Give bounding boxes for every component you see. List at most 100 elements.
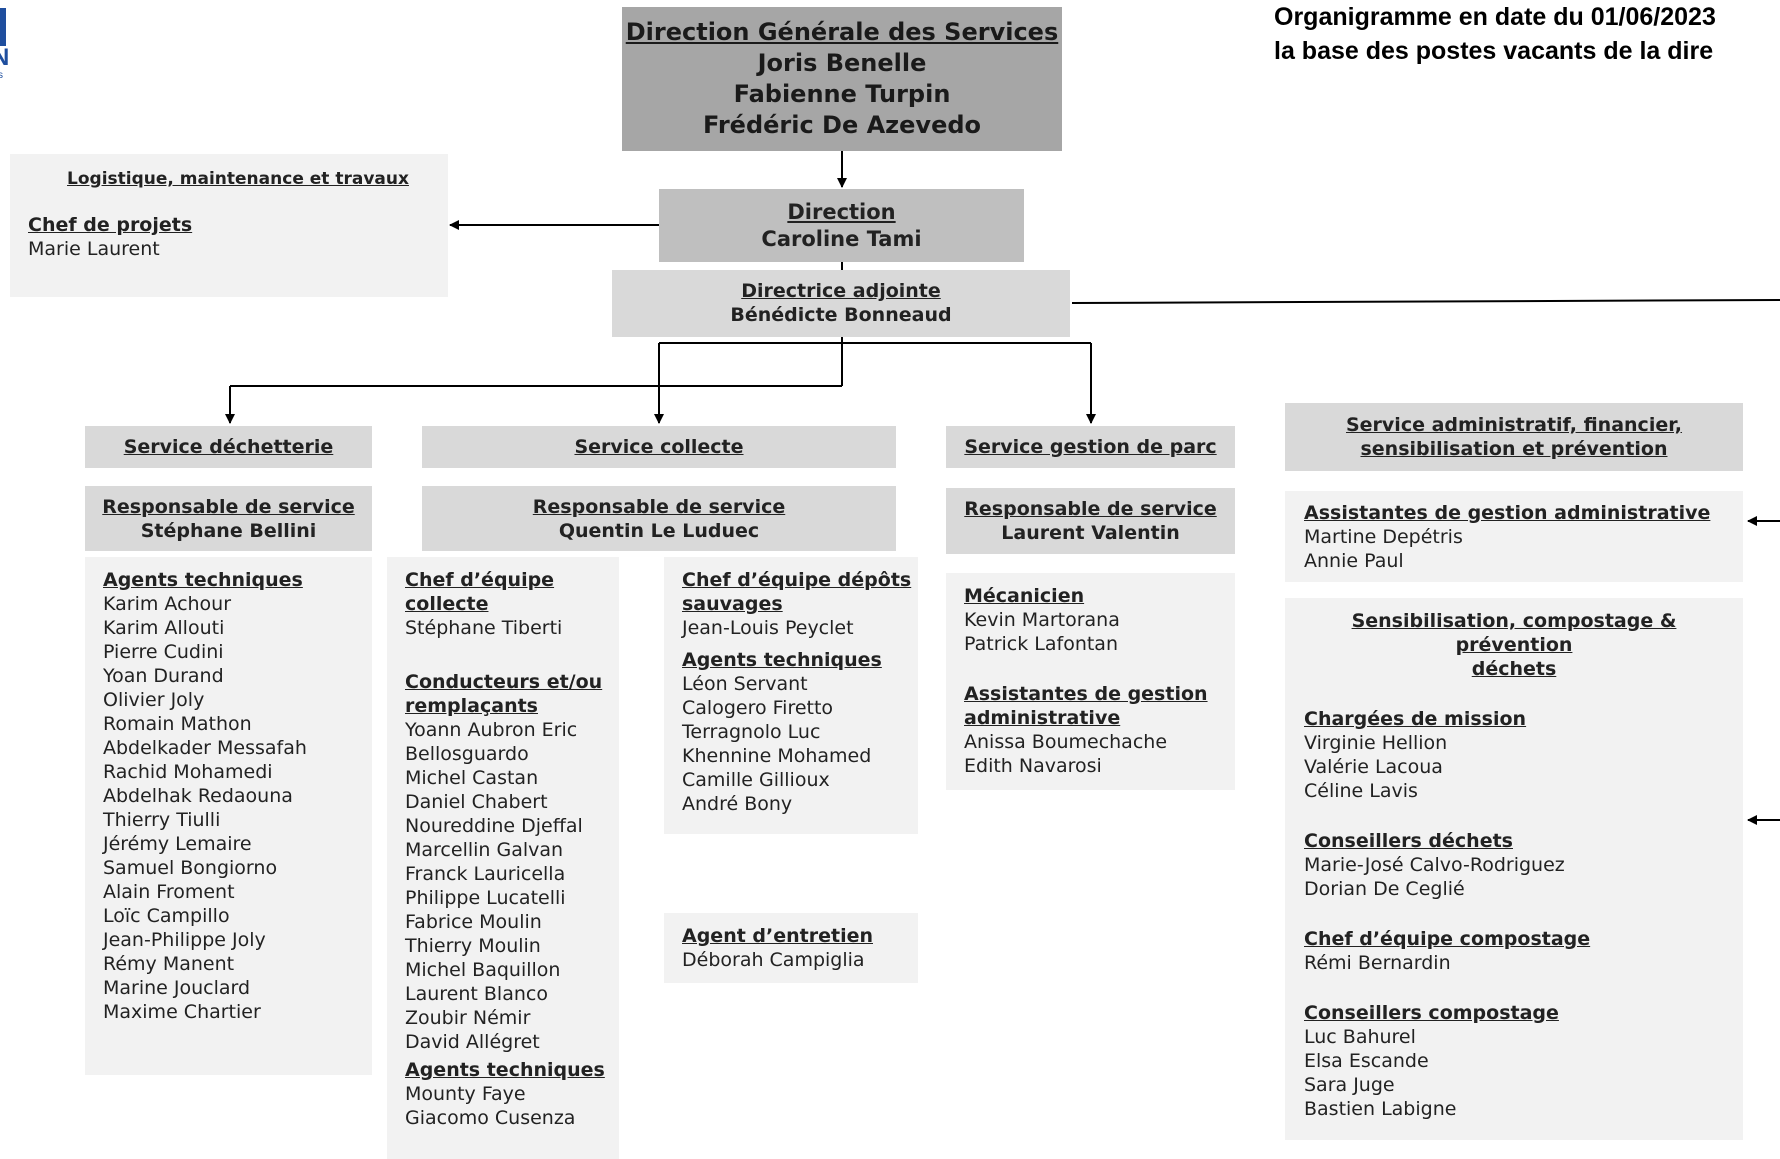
entretien-title: Agent d’entretien xyxy=(682,925,873,947)
list-item: Valérie Lacoua xyxy=(1304,756,1443,778)
dechetterie-resp-name: Stéphane Bellini xyxy=(140,520,317,542)
collecte-conducteurs-list: Yoann Aubron Eric Bellosguardo Michel Ca… xyxy=(405,718,619,1054)
dgs-title: Direction Générale des Services xyxy=(625,18,1059,46)
list-item: Calogero Firetto xyxy=(682,697,834,719)
entretien-name: Déborah Campiglia xyxy=(682,949,865,971)
list-item: Yoann Aubron Eric xyxy=(405,719,578,741)
collecte-left-box: Chef d’équipe collecte Stéphane Tiberti … xyxy=(387,557,619,1159)
list-item: Léon Servant xyxy=(682,673,808,695)
chef-compost-title: Chef d’équipe compostage xyxy=(1304,928,1591,950)
depots-title-2: sauvages xyxy=(682,593,783,615)
collecte-entretien-box: Agent d’entretien Déborah Campiglia xyxy=(664,913,918,983)
list-item: Fabrice Moulin xyxy=(405,911,542,933)
list-item: Karim Allouti xyxy=(103,617,225,639)
admin-sensi-box: Sensibilisation, compostage & prévention… xyxy=(1285,598,1743,1140)
logo-letter: N xyxy=(0,44,10,71)
list-item: Daniel Chabert xyxy=(405,791,548,813)
list-item: Marie-José Calvo-Rodriguez xyxy=(1304,854,1565,876)
dechetterie-agents-title: Agents techniques xyxy=(103,569,303,591)
collecte-resp-box: Responsable de service Quentin Le Luduec xyxy=(422,486,896,551)
list-item: Samuel Bongiorno xyxy=(103,857,278,879)
list-item: Virginie Hellion xyxy=(1304,732,1448,754)
list-item: Jean-Philippe Joly xyxy=(103,929,266,951)
adjointe-box: Directrice adjointe Bénédicte Bonneaud xyxy=(612,270,1070,337)
list-item: Bellosguardo xyxy=(405,743,529,765)
list-item: David Allégret xyxy=(405,1031,540,1053)
direction-box: Direction Caroline Tami xyxy=(659,189,1024,262)
parc-resp-title: Responsable de service xyxy=(964,498,1217,520)
chef-compost-name: Rémi Bernardin xyxy=(1304,952,1451,974)
admin-title-2: sensibilisation et prévention xyxy=(1360,438,1668,460)
logistique-box: Logistique, maintenance et travaux Chef … xyxy=(10,154,448,297)
collecte-cond-title-1: Conducteurs et/ou xyxy=(405,671,603,693)
dgs-name-1: Joris Benelle xyxy=(757,49,927,77)
list-item: Kevin Martorana xyxy=(964,609,1120,631)
collecte-chef-title-1: Chef d’équipe xyxy=(405,569,555,591)
conseillers-title: Conseillers déchets xyxy=(1304,830,1513,852)
header-line-1: Organigramme en date du 01/06/2023 xyxy=(1274,3,1716,31)
collecte-chef-name: Stéphane Tiberti xyxy=(405,617,563,639)
list-item: Khennine Mohamed xyxy=(682,745,872,767)
dechetterie-title: Service déchetterie xyxy=(123,436,334,458)
list-item: Noureddine Djeffal xyxy=(405,815,583,837)
list-item: Sara Juge xyxy=(1304,1074,1395,1096)
list-item: Maxime Chartier xyxy=(103,1001,261,1023)
dechetterie-agents-box: Agents techniques Karim Achour Karim All… xyxy=(85,557,372,1075)
list-item: Terragnolo Luc xyxy=(682,721,821,743)
dgs-name-2: Fabienne Turpin xyxy=(733,80,951,108)
logistique-title: Logistique, maintenance et travaux xyxy=(67,169,409,189)
list-item: Laurent Blanco xyxy=(405,983,548,1005)
list-item: Patrick Lafontan xyxy=(964,633,1118,655)
list-item: Thierry Tiulli xyxy=(103,809,221,831)
list-item: Franck Lauricella xyxy=(405,863,566,885)
collecte-agents-title: Agents techniques xyxy=(405,1059,605,1081)
list-item: Giacomo Cusenza xyxy=(405,1107,576,1129)
logistique-name: Marie Laurent xyxy=(28,238,160,260)
parc-meca-title: Mécanicien xyxy=(964,585,1085,607)
list-item: Jérémy Lemaire xyxy=(103,833,252,855)
depots-agents-list: Léon Servant Calogero Firetto Terragnolo… xyxy=(682,672,918,816)
depots-name: Jean-Louis Peyclet xyxy=(682,617,854,639)
collecte-cond-title-2: remplaçants xyxy=(405,695,538,717)
list-item: Bastien Labigne xyxy=(1304,1098,1457,1120)
list-item: Mounty Faye xyxy=(405,1083,526,1105)
collecte-depots-box: Chef d’équipe dépôts sauvages Jean-Louis… xyxy=(664,557,918,834)
list-item: Philippe Lucatelli xyxy=(405,887,566,909)
logo-small: s xyxy=(0,70,3,81)
list-item: Céline Lavis xyxy=(1304,780,1418,802)
adjointe-name: Bénédicte Bonneaud xyxy=(730,304,952,326)
list-item: Abdelkader Messafah xyxy=(103,737,307,759)
list-item: Dorian De Ceglié xyxy=(1304,878,1465,900)
sensi-title-2: déchets xyxy=(1471,658,1557,680)
parc-title: Service gestion de parc xyxy=(964,436,1217,458)
collecte-resp-title: Responsable de service xyxy=(532,496,786,518)
list-item: Yoan Durand xyxy=(103,665,224,687)
list-item: Pierre Cudini xyxy=(103,641,224,663)
line-adjointe-right xyxy=(1071,299,1780,304)
list-item: Michel Baquillon xyxy=(405,959,561,981)
list-item: Rémy Manent xyxy=(103,953,235,975)
logo-bar xyxy=(0,8,6,46)
list-item: Martine Depétris xyxy=(1304,526,1463,548)
dgs-name-3: Frédéric De Azevedo xyxy=(702,111,982,139)
logistique-role: Chef de projets xyxy=(28,214,193,236)
list-item: Abdelhak Redaouna xyxy=(103,785,293,807)
depots-agents-title: Agents techniques xyxy=(682,649,882,671)
parc-assist-title-2: administrative xyxy=(964,707,1121,729)
list-item: Anissa Boumechache xyxy=(964,731,1168,753)
chart-header: Organigramme en date du 01/06/2023 la ba… xyxy=(1274,0,1780,68)
missions-title: Chargées de mission xyxy=(1304,708,1527,730)
dechetterie-resp-title: Responsable de service xyxy=(102,496,355,518)
header-line-2: la base des postes vacants de la dire xyxy=(1274,37,1714,65)
parc-assist-title-1: Assistantes de gestion xyxy=(964,683,1208,705)
admin-assist-title: Assistantes de gestion administrative xyxy=(1304,502,1711,524)
parc-resp-name: Laurent Valentin xyxy=(1001,522,1180,544)
depots-title-1: Chef d’équipe dépôts xyxy=(682,569,912,591)
admin-title-box: Service administratif, financier, sensib… xyxy=(1285,403,1743,471)
list-item: Annie Paul xyxy=(1304,550,1404,572)
list-item: Olivier Joly xyxy=(103,689,205,711)
dechetterie-title-box: Service déchetterie xyxy=(85,426,372,468)
direction-name: Caroline Tami xyxy=(761,227,922,251)
list-item: Romain Mathon xyxy=(103,713,252,735)
